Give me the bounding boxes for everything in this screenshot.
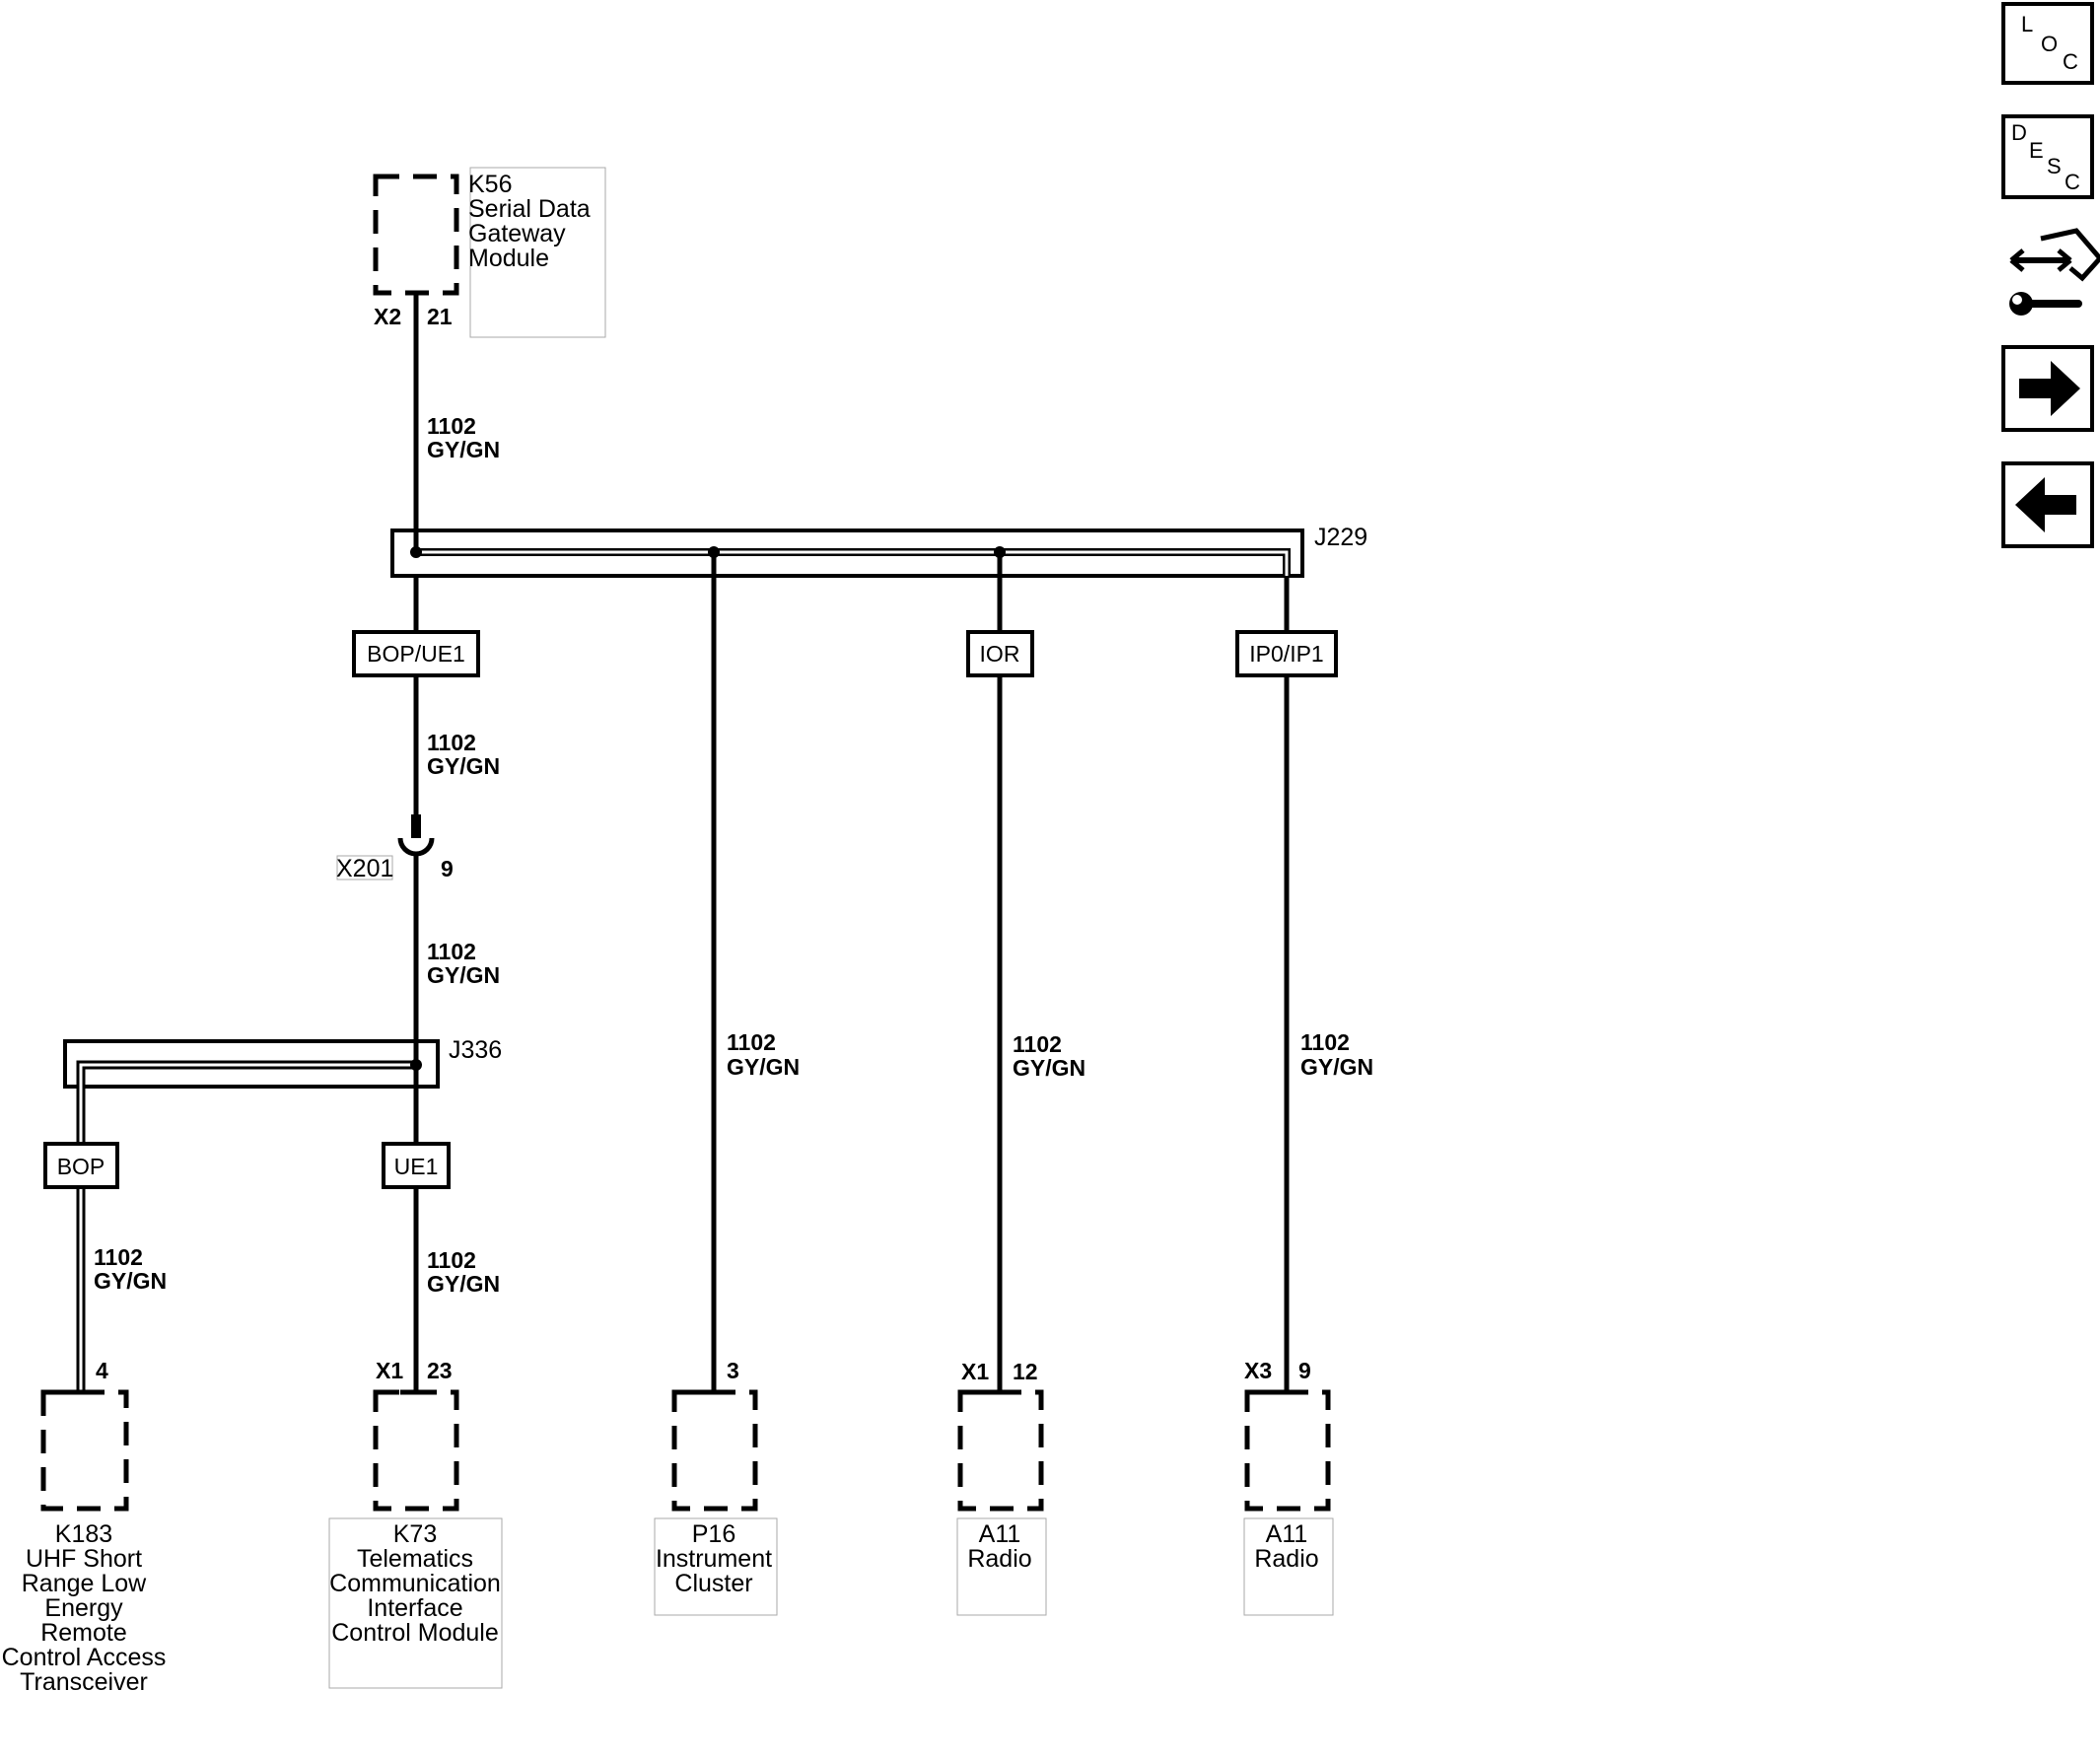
wire-label-color: GY/GN (94, 1268, 167, 1294)
k183-label-line1: K183 (55, 1520, 112, 1548)
desc-letter-s: S (2047, 154, 2062, 178)
k56-label-line4: Module (468, 245, 549, 272)
p16-module: 3 P16 Instrument Cluster (654, 1358, 778, 1616)
desc-letter-d: D (2011, 120, 2027, 145)
k183-module: 4 K183 UHF Short Range Low Energy Remote… (2, 1358, 167, 1696)
k183-label-line5: Remote (40, 1619, 127, 1647)
wire-label-color: GY/GN (1300, 1054, 1373, 1080)
wire-label-circuit: 1102 (1013, 1031, 1062, 1057)
a11-x3-connector: X3 (1244, 1358, 1272, 1383)
loc-letter-l: L (2021, 12, 2033, 36)
option-ue1-label: UE1 (394, 1154, 439, 1179)
k183-label-line2: UHF Short (26, 1545, 142, 1573)
wire-label-color: GY/GN (427, 753, 500, 779)
a11-x1-pin: 12 (1013, 1359, 1038, 1384)
k73-label-line4: Interface (367, 1594, 462, 1622)
wire-label-color: GY/GN (427, 1271, 500, 1297)
k56-label-line1: K56 (468, 171, 512, 198)
option-ue1: UE1 (382, 1142, 451, 1189)
wire-label-circuit: 1102 (427, 413, 476, 439)
x201-label: X201 (336, 855, 393, 882)
k73-label-line5: Control Module (331, 1619, 499, 1647)
wire-label-circuit: 1102 (1300, 1029, 1350, 1055)
p16-pin: 3 (727, 1358, 739, 1383)
wire-label-circuit: 1102 (427, 939, 476, 964)
k73-label-line3: Communication (329, 1570, 501, 1597)
a11-x1-label-line1: A11 (979, 1520, 1021, 1548)
connector-repair-icon[interactable] (2009, 228, 2100, 316)
k56-module: K56 Serial Data Gateway Module X2 21 (373, 167, 606, 338)
description-icon[interactable]: D E S C (2001, 114, 2094, 199)
x201-pin: 9 (441, 856, 454, 881)
k56-label-line2: Serial Data (468, 195, 591, 223)
k73-connector: X1 (376, 1358, 403, 1383)
k73-module: X1 23 K73 Telematics Communication Inter… (328, 1358, 503, 1689)
wire-label-color: GY/GN (727, 1054, 800, 1080)
a11-radio-x1-module: X1 12 A11 Radio (956, 1359, 1047, 1616)
loc-letter-c: C (2063, 49, 2078, 74)
arrow-left-icon[interactable] (2001, 461, 2094, 548)
k56-connector: X2 (374, 304, 401, 329)
a11-x3-label-line2: Radio (1254, 1545, 1318, 1573)
option-ip0-ip1: IP0/IP1 (1235, 630, 1338, 677)
j229-splice: J229 (390, 524, 1367, 578)
p16-label-line3: Cluster (674, 1570, 752, 1597)
a11-radio-x3-module: X3 9 A11 Radio (1243, 1358, 1334, 1616)
k183-label-line4: Energy (44, 1594, 123, 1622)
p16-label-line1: P16 (692, 1520, 735, 1548)
a11-x1-label-line2: Radio (967, 1545, 1031, 1573)
a11-x3-pin: 9 (1298, 1358, 1311, 1383)
option-bop-label: BOP (57, 1154, 105, 1179)
wire-label-color: GY/GN (427, 437, 500, 462)
k73-label-line1: K73 (393, 1520, 437, 1548)
option-bop: BOP (43, 1142, 119, 1189)
k183-label-line7: Transceiver (20, 1668, 148, 1696)
k183-label-line6: Control Access (2, 1644, 167, 1671)
k73-pin: 23 (427, 1358, 453, 1383)
k183-label-line3: Range Low (22, 1570, 147, 1597)
wire-label-color: GY/GN (427, 962, 500, 988)
k73-label-line2: Telematics (357, 1545, 473, 1573)
k56-label-line3: Gateway (468, 220, 566, 247)
desc-letter-c: C (2065, 170, 2080, 194)
j229-label: J229 (1314, 524, 1367, 551)
option-bop-ue1: BOP/UE1 (352, 630, 480, 677)
option-ior-label: IOR (980, 641, 1020, 667)
option-ior: IOR (966, 630, 1034, 677)
a11-x1-connector: X1 (961, 1359, 989, 1384)
j336-splice: J336 (63, 1036, 502, 1392)
loc-letter-o: O (2041, 32, 2058, 56)
arrow-right-icon[interactable] (2001, 345, 2094, 432)
a11-x3-label-line1: A11 (1266, 1520, 1308, 1548)
j336-label: J336 (449, 1036, 502, 1064)
wire-label-circuit: 1102 (427, 730, 476, 755)
wire-label-circuit: 1102 (727, 1029, 776, 1055)
location-icon[interactable]: L O C (2001, 2, 2094, 85)
option-ip0-ip1-label: IP0/IP1 (1249, 641, 1323, 667)
desc-letter-e: E (2029, 138, 2044, 163)
option-bop-ue1-label: BOP/UE1 (367, 641, 465, 667)
wire-label-circuit: 1102 (427, 1247, 476, 1273)
p16-label-line2: Instrument (656, 1545, 772, 1573)
wire-label-circuit: 1102 (94, 1244, 143, 1270)
k183-pin: 4 (96, 1358, 108, 1383)
k56-pin: 21 (427, 304, 453, 329)
x201-inline-connector: X201 9 (336, 814, 454, 882)
wire-label-color: GY/GN (1013, 1055, 1085, 1081)
